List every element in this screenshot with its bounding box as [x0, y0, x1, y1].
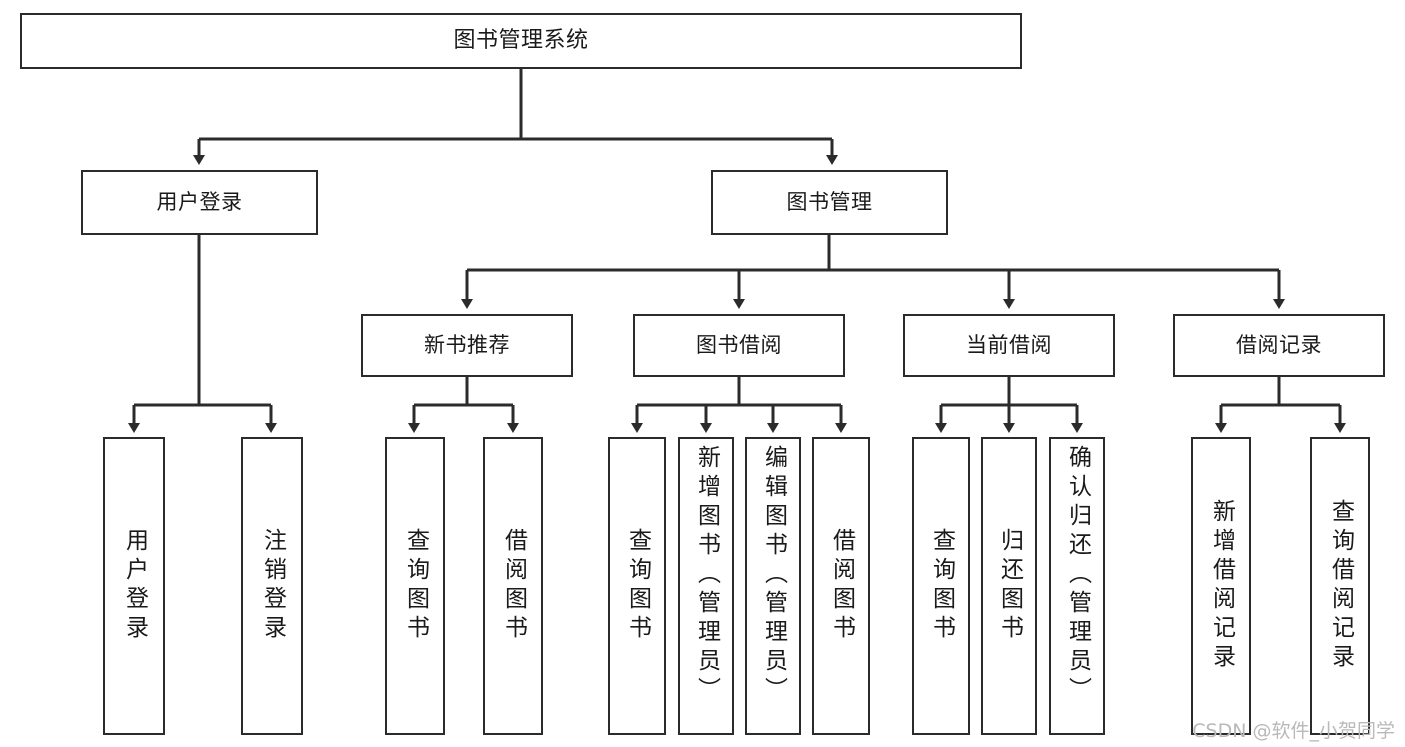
- node-label: 借阅图书: [500, 528, 527, 644]
- node-label: 查询图书: [624, 528, 651, 644]
- node-borrow-record[interactable]: 借阅记录: [1173, 314, 1385, 377]
- node-book-borrow[interactable]: 图书借阅: [633, 314, 845, 377]
- node-label: 新增图书（管理员）: [693, 445, 720, 706]
- node-label: 编辑图书（管理员）: [760, 445, 787, 706]
- node-label: 图书管理: [786, 190, 873, 215]
- node-label: 查询图书: [402, 528, 429, 644]
- node-label: 借阅图书: [828, 528, 855, 644]
- node-label: 查询借阅记录: [1327, 499, 1354, 673]
- node-label: 借阅记录: [1236, 333, 1322, 358]
- node-label: 确认归还（管理员）: [1064, 445, 1091, 706]
- leaf-new-book-borrow[interactable]: 借阅图书: [483, 437, 543, 735]
- node-user-login[interactable]: 用户登录: [81, 170, 318, 235]
- node-label: 查询图书: [928, 528, 955, 644]
- leaf-book-borrow-query[interactable]: 查询图书: [608, 437, 666, 735]
- leaf-new-book-query[interactable]: 查询图书: [385, 437, 445, 735]
- leaf-borrow-record-add[interactable]: 新增借阅记录: [1191, 437, 1251, 735]
- node-label: 新增借阅记录: [1208, 499, 1235, 673]
- node-new-book-recommend[interactable]: 新书推荐: [361, 314, 573, 377]
- node-label: 新书推荐: [424, 333, 510, 358]
- leaf-book-borrow-edit[interactable]: 编辑图书（管理员）: [745, 437, 801, 735]
- leaf-user-login-logout[interactable]: 注销登录: [241, 437, 303, 735]
- node-current-borrow[interactable]: 当前借阅: [903, 314, 1115, 377]
- leaf-user-login-login[interactable]: 用户登录: [103, 437, 165, 735]
- leaf-current-borrow-confirm-return[interactable]: 确认归还（管理员）: [1049, 437, 1105, 735]
- node-label: 注销登录: [259, 528, 286, 644]
- node-label: 用户登录: [121, 528, 148, 644]
- node-book-management[interactable]: 图书管理: [711, 170, 948, 235]
- node-label: 图书借阅: [696, 333, 782, 358]
- leaf-current-borrow-query[interactable]: 查询图书: [912, 437, 970, 735]
- leaf-book-borrow-add[interactable]: 新增图书（管理员）: [678, 437, 734, 735]
- node-label: 归还图书: [996, 528, 1023, 644]
- node-label: 用户登录: [156, 190, 243, 215]
- node-label: 图书管理系统: [453, 28, 589, 54]
- node-root-book-management-system[interactable]: 图书管理系统: [20, 13, 1022, 69]
- leaf-book-borrow-borrow[interactable]: 借阅图书: [812, 437, 870, 735]
- node-label: 当前借阅: [966, 333, 1052, 358]
- leaf-current-borrow-return[interactable]: 归还图书: [981, 437, 1037, 735]
- leaf-borrow-record-query[interactable]: 查询借阅记录: [1310, 437, 1370, 735]
